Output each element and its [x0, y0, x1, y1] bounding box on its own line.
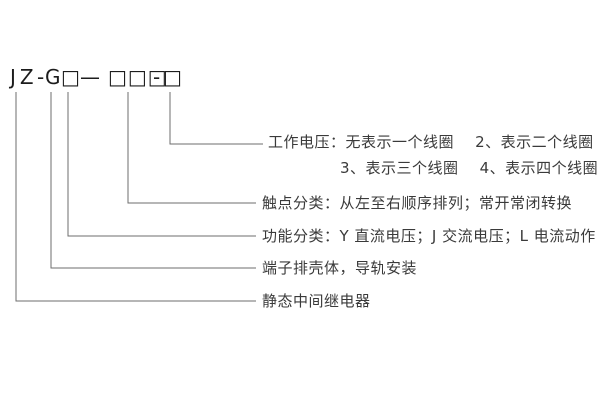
callout-line-contact: [127, 92, 256, 204]
model-code-dash-1: -: [37, 65, 45, 89]
label-housing: 端子排壳体，导轨安装: [262, 259, 418, 277]
model-code-dash-3: -: [153, 65, 161, 89]
label-relay-name: 静态中间继电器: [262, 292, 371, 310]
label-contact-classification: 触点分类：从左至右顺序排列；常开常闭转换: [262, 194, 573, 212]
model-code-function-box: □: [61, 65, 80, 89]
model-code-dash-2: —: [80, 65, 100, 89]
callout-line-relay: [15, 92, 256, 302]
label-working-voltage-line2: 3、表示三个线圈 4、表示四个线圈: [340, 159, 599, 177]
model-code-contact-boxes: □□□: [108, 65, 168, 89]
model-code-type: G: [45, 65, 61, 89]
model-code-series: JZ: [10, 65, 38, 89]
callout-line-working-voltage: [169, 92, 263, 145]
callout-line-housing: [50, 92, 256, 269]
callout-line-function: [67, 92, 256, 237]
label-working-voltage-line1: 工作电压：无表示一个线圈 2、表示二个线圈: [268, 133, 594, 151]
label-function-classification: 功能分类：Y 直流电压；J 交流电压；L 电流动作: [262, 227, 596, 245]
model-code-voltage-box: □: [163, 65, 182, 89]
